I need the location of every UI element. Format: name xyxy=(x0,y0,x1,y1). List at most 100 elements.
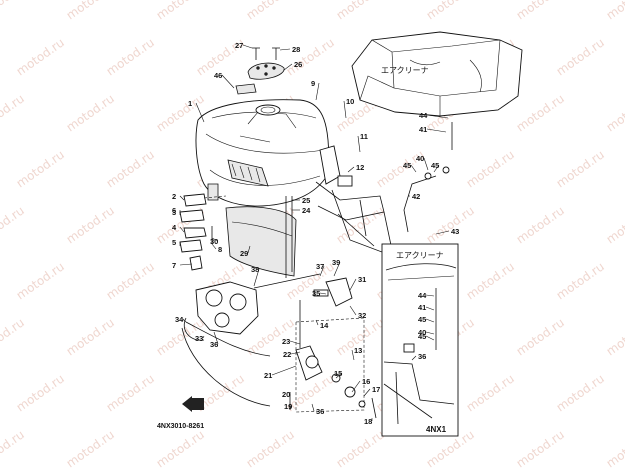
part-number-callout: 24 xyxy=(302,206,311,215)
watermark-text: motod.ru xyxy=(104,147,157,190)
callout-leader-line xyxy=(425,306,435,311)
watermark-text: motod.ru xyxy=(464,371,517,414)
callout-leader-line xyxy=(425,294,435,297)
callout-leader-line xyxy=(411,355,417,361)
watermark-text: motod.ru xyxy=(284,35,337,78)
watermark-text: motod.ru xyxy=(514,203,567,246)
callout-leader-line xyxy=(363,388,371,397)
callout-leader-line xyxy=(211,243,217,250)
part-number-callout: 28 xyxy=(292,45,300,54)
inset-label: エアクリーナ xyxy=(396,251,444,260)
part-number-callout: 36 xyxy=(316,407,324,416)
part-number-callout: 29 xyxy=(240,249,248,258)
part-number-callout: 4 xyxy=(172,223,177,232)
callout-leader-line xyxy=(182,318,187,323)
watermark-text: motod.ru xyxy=(154,0,207,22)
part-number-callout: 11 xyxy=(360,132,368,141)
part-number-callout: 44 xyxy=(419,111,428,120)
part-number-callout: 33 xyxy=(195,334,203,343)
part-number-callout: 22 xyxy=(283,350,291,359)
diagram-code: 4NX3010-8261 xyxy=(157,423,204,430)
watermark-text: motod.ru xyxy=(64,91,117,134)
watermark-text: motod.ru xyxy=(0,427,27,468)
watermark-text: motod.ru xyxy=(424,0,477,22)
part-number-callout: 21 xyxy=(264,371,272,380)
part-number-callout: 40 xyxy=(416,154,424,163)
part-number-callout: 15 xyxy=(334,369,342,378)
part-number-callout: 45 xyxy=(431,161,439,170)
callout-leader-line xyxy=(311,403,315,412)
watermark-text: motod.ru xyxy=(0,203,27,246)
watermark-text: motod.ru xyxy=(604,427,625,468)
variant-inset: エアクリーナ 4NX1 xyxy=(381,243,459,437)
part-number-callout: 3 xyxy=(172,208,176,217)
callout-leader-line xyxy=(426,128,447,133)
callout-leader-line xyxy=(242,44,253,49)
watermark-text: motod.ru xyxy=(154,427,207,468)
part-number-callout: 35 xyxy=(312,289,320,298)
part-number-callout: 46 xyxy=(214,71,222,80)
part-number-callout: 18 xyxy=(364,417,372,426)
watermark-text: motod.ru xyxy=(334,203,387,246)
watermark-text: motod.ru xyxy=(244,427,297,468)
part-number-callout: 43 xyxy=(451,227,459,236)
part-number-callout: 27 xyxy=(235,41,243,50)
watermark-text: motod.ru xyxy=(554,371,607,414)
watermark-text: motod.ru xyxy=(14,35,67,78)
part-number-callout: 7 xyxy=(172,261,176,270)
watermark-text: motod.ru xyxy=(0,91,27,134)
watermark-text: motod.ru xyxy=(424,203,477,246)
part-number-callout: 12 xyxy=(356,163,364,172)
callout-leader-line xyxy=(425,335,435,341)
callout-leader-line xyxy=(347,166,355,173)
watermark-text: motod.ru xyxy=(604,91,625,134)
watermark-text: motod.ru xyxy=(514,0,567,22)
watermark-text: motod.ru xyxy=(464,259,517,302)
watermark-text: motod.ru xyxy=(64,427,117,468)
part-number-callout: 14 xyxy=(320,321,329,330)
callout-leader-line xyxy=(289,340,301,345)
part-number-callout: 41 xyxy=(419,125,427,134)
part-number-callout: 23 xyxy=(282,337,290,346)
watermark-text: motod.ru xyxy=(244,0,297,22)
watermark-text: motod.ru xyxy=(14,147,67,190)
part-number-callout: 37 xyxy=(316,262,324,271)
inset-model-code: 4NX1 xyxy=(426,425,447,434)
callout-leader-line xyxy=(247,245,251,254)
part-number-callout: 25 xyxy=(302,196,310,205)
watermark-text: motod.ru xyxy=(604,0,625,22)
front-arrow-badge xyxy=(182,396,204,412)
callout-leader-line xyxy=(319,265,325,277)
callout-leader-line xyxy=(425,318,435,323)
callout-leader-line xyxy=(319,292,327,295)
part-number-callout: 1 xyxy=(188,99,192,108)
callout-leader-line xyxy=(349,305,357,316)
part-number-callout: 32 xyxy=(358,311,366,320)
part-number-callout: 30 xyxy=(210,237,218,246)
callout-leader-line xyxy=(290,351,301,355)
callout-leader-line xyxy=(211,237,219,242)
airbox-label: エアクリーナ xyxy=(381,66,429,75)
callout-leader-line xyxy=(271,365,297,376)
callout-leader-line xyxy=(179,263,193,266)
part-number-callout: 5 xyxy=(172,238,176,247)
part-number-callout: 40 xyxy=(418,328,426,337)
drain-rods xyxy=(285,196,293,278)
part-number-callout: 2 xyxy=(172,192,176,201)
filler-cap-assembly xyxy=(235,47,285,95)
watermark-text: motod.ru xyxy=(0,0,27,22)
part-number-callout: 9 xyxy=(311,79,315,88)
fuel-tank xyxy=(195,99,341,207)
callout-leader-line xyxy=(213,331,219,345)
callout-leader-line xyxy=(279,48,291,51)
watermark-text: motod.ru xyxy=(104,259,157,302)
part-number-callout: 45 xyxy=(418,332,426,341)
watermark-text: motod.ru xyxy=(514,91,567,134)
callout-leader-line xyxy=(357,135,361,153)
callout-layer: 1234567891011121314151617181920212223242… xyxy=(172,41,459,426)
part-number-callout: 38 xyxy=(251,265,259,274)
callout-leader-line xyxy=(435,230,450,235)
callout-leader-line xyxy=(349,278,357,291)
part-number-callout: 20 xyxy=(282,390,290,399)
watermark-text: motod.ru xyxy=(334,0,387,22)
